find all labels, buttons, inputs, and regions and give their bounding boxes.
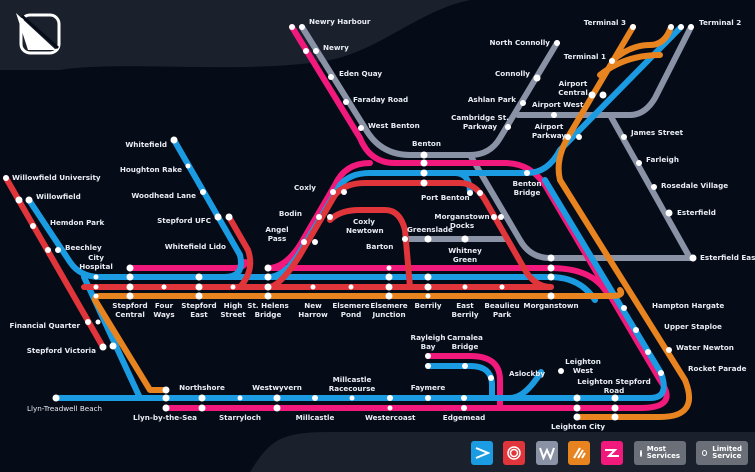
station-label[interactable]: Barton (366, 242, 394, 251)
station-label[interactable]: Stepford UFC (157, 216, 211, 225)
station-label[interactable]: Edgemead (442, 413, 486, 422)
station-label[interactable]: Rayleigh Bay (410, 333, 446, 351)
station-label[interactable]: Coxly Newtown (346, 217, 384, 235)
station-label[interactable]: Willowfield University (12, 173, 101, 182)
station-label[interactable]: Northshore (179, 383, 225, 392)
station-label[interactable]: Berrily (414, 301, 442, 310)
station-label[interactable]: Leighton Stepford Road (577, 377, 651, 395)
station-label[interactable]: Rocket Parade (688, 364, 747, 373)
station-label[interactable]: Hampton Hargate (652, 301, 725, 310)
station-label[interactable]: Carnalea Bridge (447, 333, 483, 351)
station-label[interactable]: Angel Pass (265, 225, 289, 243)
station-label[interactable]: Leighton West (565, 357, 601, 375)
station-label[interactable]: Port Benton (421, 193, 470, 202)
station-label[interactable]: Stepford East (181, 301, 217, 319)
station-label[interactable]: Newry Harbour (309, 17, 371, 26)
filled-station-icon (640, 449, 642, 457)
station-label[interactable]: St. Helens Bridge (247, 301, 289, 319)
station-label[interactable]: New Harrow (298, 301, 328, 319)
station-label[interactable]: Beaulieu Park (484, 301, 520, 319)
station-label[interactable]: Whitney Green (448, 246, 482, 264)
station-label[interactable]: Llyn-by-the-Sea (133, 413, 197, 422)
header-panel (0, 0, 470, 70)
app-logo (16, 13, 61, 55)
station-label[interactable]: East Berrily (451, 301, 479, 319)
station-label[interactable]: Westwyvern (252, 383, 302, 392)
ring-station-icon (702, 450, 708, 456)
double-rail-icon[interactable] (601, 441, 623, 465)
station-label[interactable]: Aslockby (509, 369, 546, 378)
station-label[interactable]: High Street (220, 301, 246, 319)
legend-panel (250, 432, 755, 472)
station-label[interactable]: West Benton (368, 121, 420, 130)
red-line (3, 175, 554, 350)
legend-most-services: Most Services (634, 441, 686, 465)
station-label[interactable]: Westercoast (365, 413, 416, 422)
concentric-circle-icon[interactable] (503, 441, 525, 465)
station-label[interactable]: Eden Quay (339, 69, 383, 78)
station-label[interactable]: Cambridge St. Parkway (451, 113, 509, 131)
station-label[interactable]: Four Ways (153, 301, 175, 319)
station-label[interactable]: Esterfield East (700, 253, 755, 262)
station-label[interactable]: Farleigh (646, 155, 679, 164)
station-label[interactable]: Airport Parkway (531, 122, 567, 140)
station-label[interactable]: Beechley (65, 243, 102, 252)
w-letter-icon[interactable] (536, 441, 558, 465)
station-label[interactable]: Terminal 2 (699, 18, 742, 27)
station-label[interactable]: Elsemere Junction (370, 301, 408, 319)
station-label[interactable]: Water Newton (676, 343, 734, 352)
station-label[interactable]: Llyn-Treadwell Beach (27, 404, 103, 413)
station-label[interactable]: Whitefield (125, 140, 167, 149)
legend-limited-service: Limited Service (696, 441, 748, 465)
station-label[interactable]: Ashlan Park (467, 95, 516, 104)
station-label[interactable]: Faymere (410, 383, 446, 392)
station-label[interactable]: James Street (631, 128, 684, 137)
station-label[interactable]: Terminal 3 (583, 18, 626, 27)
station-label[interactable]: North Connolly (489, 38, 550, 47)
station-label[interactable]: Woodhead Lane (131, 191, 196, 200)
station-label[interactable]: Elsemere Pond (332, 301, 370, 319)
station-label[interactable]: Benton (412, 139, 441, 148)
station-label[interactable]: Stepford Central (112, 301, 148, 319)
station-label[interactable]: Stepford Victoria (26, 346, 96, 355)
station-label[interactable]: Houghton Rake (119, 165, 182, 174)
orange-line (92, 24, 692, 420)
station-label[interactable]: Coxly (294, 183, 316, 192)
slash-stripes-icon[interactable] (568, 441, 590, 465)
station-label[interactable]: Connolly (495, 69, 530, 78)
station-label[interactable]: Millcastle (295, 413, 335, 422)
chevron-right-icon[interactable] (471, 441, 493, 465)
station-label[interactable]: Rosedale Village (661, 181, 729, 190)
station-label[interactable]: Bodin (278, 209, 302, 218)
station-label[interactable]: Airport Central (558, 79, 588, 97)
station-dots (3, 24, 697, 421)
station-label[interactable]: Terminal 1 (563, 52, 606, 61)
station-label[interactable]: Greenslade (407, 225, 453, 234)
station-label[interactable]: Newry (323, 43, 349, 52)
station-label[interactable]: Benton Bridge (512, 179, 542, 197)
station-label[interactable]: Upper Staploe (664, 322, 722, 331)
station-label[interactable]: Morganstown Docks (434, 212, 490, 230)
station-label[interactable]: Willowfield (36, 192, 81, 201)
station-label[interactable]: Hemdon Park (50, 218, 105, 227)
station-label[interactable]: City Hospital (79, 253, 113, 271)
station-label[interactable]: Airport West (532, 100, 584, 109)
station-label[interactable]: Leighton City (550, 422, 606, 431)
pink-line (127, 24, 670, 411)
station-label[interactable]: Starryloch (218, 413, 262, 422)
station-label[interactable]: Millcastle Racecourse (328, 375, 376, 393)
station-label[interactable]: Faraday Road (353, 95, 409, 104)
station-label[interactable]: Financial Quarter (9, 321, 80, 330)
station-label[interactable]: Morganstown (523, 301, 579, 310)
station-label[interactable]: Esterfield (677, 208, 716, 217)
station-label[interactable]: Whitefield Lido (164, 242, 226, 251)
